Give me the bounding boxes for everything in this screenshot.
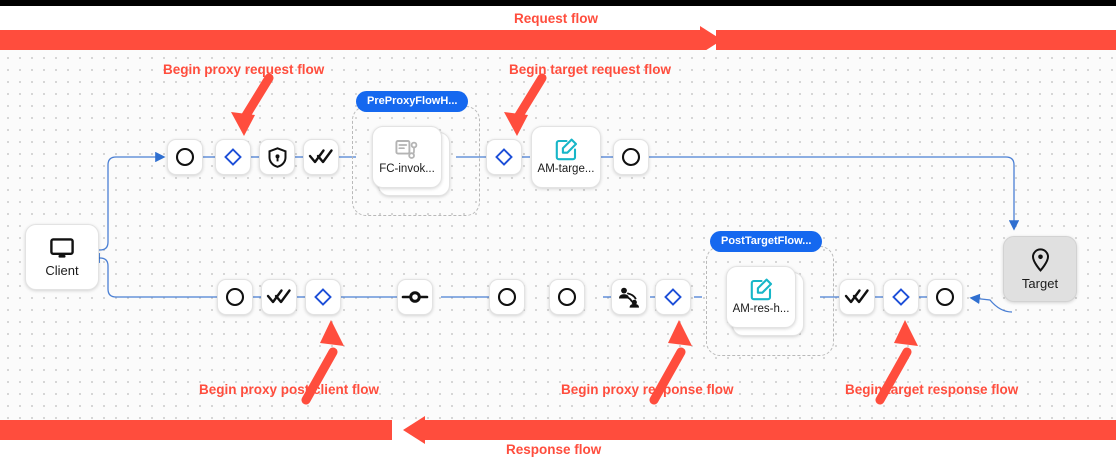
response-flow-shaft-continued bbox=[0, 420, 392, 440]
flow-node-fc-invoke-stack[interactable]: FC-invok... bbox=[372, 126, 454, 200]
circle-icon bbox=[621, 147, 641, 167]
request-flow-shaft bbox=[0, 30, 700, 50]
flow-node-am-res-h[interactable]: AM-res-h... bbox=[726, 266, 796, 328]
annotation-label-begin-target-request-flow: Begin target request flow bbox=[509, 62, 672, 77]
annotation-arrow-begin-target-response-flow bbox=[875, 320, 918, 405]
policy-node-am-target[interactable]: AM-targe... bbox=[531, 126, 601, 188]
request-flow-label: Request flow bbox=[514, 11, 599, 26]
step-res-start[interactable] bbox=[217, 279, 253, 315]
circle-icon bbox=[497, 287, 517, 307]
step-req-end[interactable] bbox=[613, 139, 649, 175]
monitor-icon bbox=[50, 237, 74, 259]
flow-node-fc-invoke[interactable]: FC-invok... bbox=[372, 126, 442, 188]
annotation-arrow-begin-proxy-request-flow bbox=[231, 73, 274, 136]
step-req-checks[interactable] bbox=[303, 139, 339, 175]
double-check-icon bbox=[266, 289, 291, 305]
circle-icon bbox=[175, 147, 195, 167]
step-res-step-2[interactable] bbox=[549, 279, 585, 315]
step-res-condition-2[interactable] bbox=[655, 279, 691, 315]
double-check-icon bbox=[308, 149, 333, 165]
circle-icon bbox=[935, 287, 955, 307]
annotation-arrow-begin-target-request-flow bbox=[504, 73, 547, 136]
step-res-checks-1[interactable] bbox=[261, 279, 297, 315]
shield-lock-icon bbox=[268, 146, 287, 168]
script-flow-icon bbox=[395, 139, 419, 161]
circle-icon bbox=[557, 287, 577, 307]
endpoint-node-icon bbox=[401, 290, 429, 304]
location-pin-icon bbox=[1031, 248, 1050, 272]
policy-node-am-target-label: AM-targe... bbox=[537, 163, 595, 176]
annotation-label-begin-proxy-request-flow: Begin proxy request flow bbox=[163, 62, 325, 77]
step-res-broadcast[interactable] bbox=[611, 279, 647, 315]
response-flow-label: Response flow bbox=[506, 442, 602, 457]
diagram-canvas[interactable]: Client Target bbox=[0, 50, 1116, 420]
response-flow-arrow bbox=[0, 416, 1116, 444]
broadcast-icon bbox=[617, 286, 641, 308]
double-check-icon bbox=[844, 289, 869, 305]
client-node[interactable]: Client bbox=[25, 224, 99, 290]
flow-node-am-res-h-stack[interactable]: AM-res-h... bbox=[726, 266, 808, 340]
annotation-arrow-begin-proxy-post-client-flow bbox=[301, 320, 344, 405]
diamond-icon bbox=[663, 287, 683, 307]
flow-node-fc-invoke-label: FC-invok... bbox=[379, 162, 435, 175]
request-flow-arrow bbox=[0, 26, 1116, 54]
step-res-condition-3[interactable] bbox=[883, 279, 919, 315]
edge-connectors bbox=[89, 151, 1020, 313]
annotation-label-begin-target-response-flow: Begin target response flow bbox=[845, 382, 1019, 397]
step-res-step-1[interactable] bbox=[489, 279, 525, 315]
top-black-bar bbox=[0, 0, 1116, 6]
edit-square-icon bbox=[750, 278, 773, 301]
group-pill-post-target-flow-hook[interactable]: PostTargetFlow... bbox=[710, 231, 823, 252]
diamond-icon bbox=[494, 147, 514, 167]
edit-square-icon bbox=[555, 138, 578, 161]
target-node[interactable]: Target bbox=[1003, 236, 1077, 302]
annotation-arrow-begin-proxy-response-flow bbox=[649, 320, 692, 405]
step-req-start[interactable] bbox=[167, 139, 203, 175]
diamond-icon bbox=[223, 147, 243, 167]
client-node-label: Client bbox=[45, 262, 79, 278]
request-flow-shaft-continued bbox=[716, 30, 1116, 50]
step-res-end[interactable] bbox=[927, 279, 963, 315]
step-res-checks-2[interactable] bbox=[839, 279, 875, 315]
flow-node-am-res-h-label: AM-res-h... bbox=[732, 303, 790, 316]
step-req-security[interactable] bbox=[259, 139, 295, 175]
diamond-icon bbox=[313, 287, 333, 307]
group-pill-pre-proxy-flow-hook[interactable]: PreProxyFlowH... bbox=[356, 91, 469, 112]
circle-icon bbox=[225, 287, 245, 307]
annotation-label-begin-proxy-response-flow: Begin proxy response flow bbox=[561, 382, 734, 397]
step-res-endpoint[interactable] bbox=[397, 279, 433, 315]
response-flow-arrowhead bbox=[403, 416, 425, 444]
step-res-condition-1[interactable] bbox=[305, 279, 341, 315]
response-flow-shaft bbox=[425, 420, 1116, 440]
step-req-condition-1[interactable] bbox=[215, 139, 251, 175]
step-req-condition-2[interactable] bbox=[486, 139, 522, 175]
diamond-icon bbox=[891, 287, 911, 307]
annotation-label-begin-proxy-post-client-flow: Begin proxy post client flow bbox=[199, 382, 380, 397]
target-node-label: Target bbox=[1021, 276, 1059, 291]
